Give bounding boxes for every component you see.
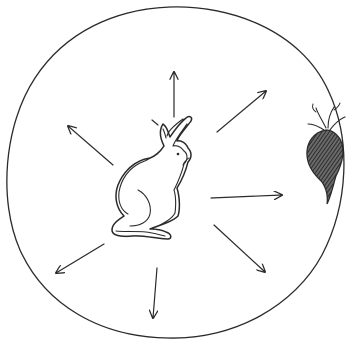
arrow-up-right — [217, 91, 266, 132]
arrows — [56, 72, 282, 318]
arrow-down-right — [214, 225, 265, 272]
arrow-down-left — [56, 244, 104, 273]
arrow-right — [211, 195, 282, 198]
rabbit-icon — [112, 117, 192, 239]
arrow-left — [68, 126, 113, 165]
beet-icon — [307, 103, 345, 204]
arrow-up-left-short — [152, 120, 158, 125]
arrow-down — [153, 268, 157, 318]
boundary-circle — [7, 7, 344, 338]
